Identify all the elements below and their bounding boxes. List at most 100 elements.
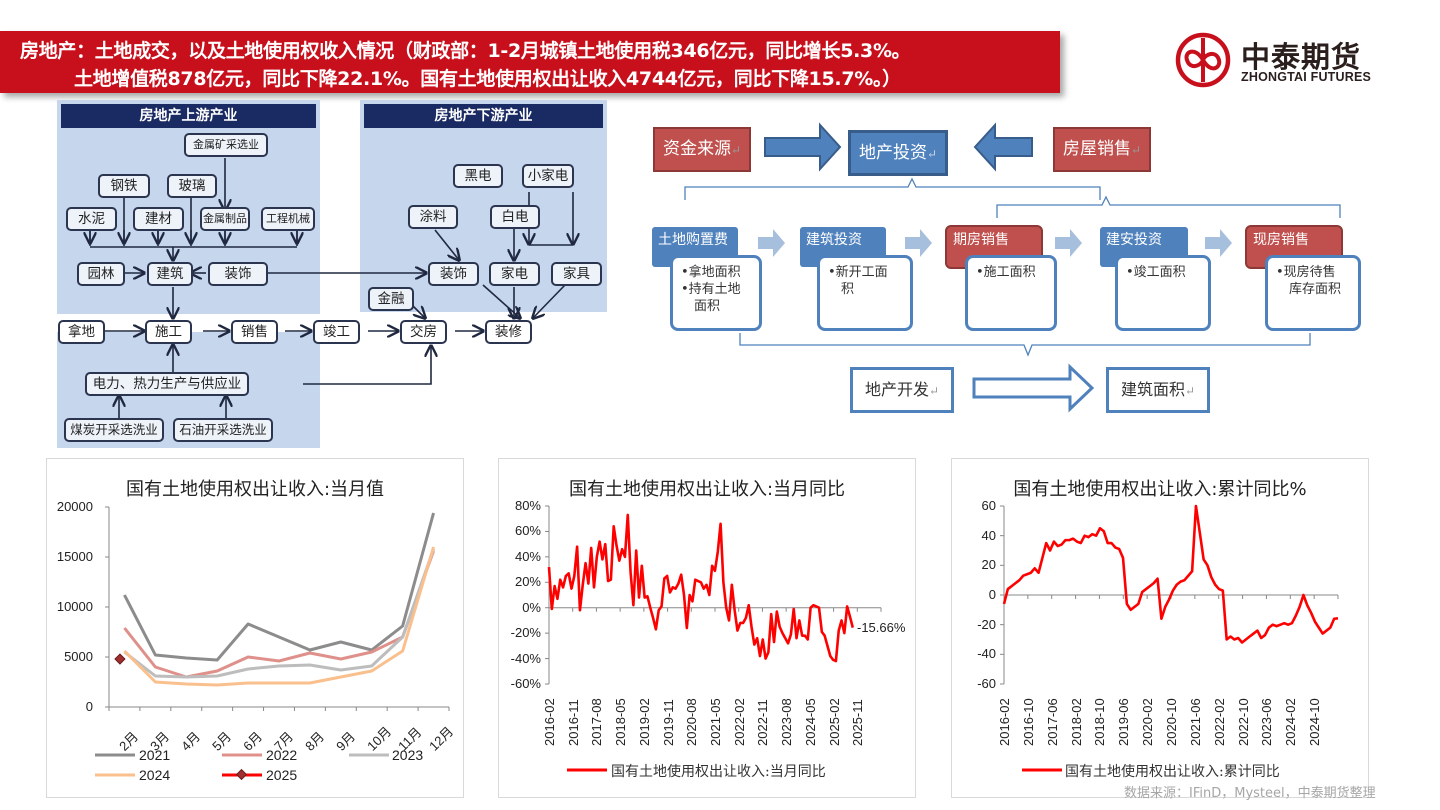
zhongtai-logo-icon bbox=[1175, 32, 1231, 88]
legend-label: 国有土地使用权出让收入:累计同比 bbox=[1065, 764, 1280, 780]
chart-title: 国有土地使用权出让收入:当月值 bbox=[125, 479, 385, 500]
company-logo: 中泰期货 ZHONGTAI FUTURES bbox=[1175, 30, 1405, 90]
y-tick: -40 bbox=[977, 646, 996, 662]
x-tick: 2016-10 bbox=[1020, 698, 1036, 746]
return-mark: ↵ bbox=[926, 147, 938, 161]
stage-item: •竣工面积 bbox=[1126, 265, 1186, 280]
x-tick: 2025-02 bbox=[826, 698, 842, 746]
development-label: 地产开发 bbox=[864, 380, 929, 399]
node-oil-mining: 石油开采选洗业 bbox=[173, 418, 273, 442]
stage-item: 库存面积 bbox=[1276, 282, 1342, 297]
y-tick: 10000 bbox=[56, 599, 93, 614]
legend-2023: 2023 bbox=[392, 747, 424, 763]
x-tick: 2021-05 bbox=[708, 698, 723, 746]
y-tick: 15000 bbox=[56, 549, 93, 564]
node-steel: 钢铁 bbox=[98, 174, 150, 198]
chain-connectors bbox=[55, 158, 615, 418]
x-tick: 2022-10 bbox=[1235, 698, 1251, 746]
x-tick: 2023-08 bbox=[779, 698, 795, 746]
legend-label: 国有土地使用权出让收入:当月同比 bbox=[611, 764, 826, 780]
last-value-annotation: -15.66% bbox=[857, 620, 906, 635]
chart-title: 国有土地使用权出让收入:累计同比% bbox=[1013, 479, 1307, 500]
x-tick: 2020-08 bbox=[684, 698, 700, 746]
node-home-appliances: 家电 bbox=[489, 262, 540, 286]
flow-completion: 竣工 bbox=[313, 320, 360, 344]
y-tick: -40% bbox=[510, 650, 541, 666]
node-furniture: 家具 bbox=[551, 262, 602, 286]
y-tick: 60% bbox=[514, 523, 541, 539]
x-tick: 2022-11 bbox=[755, 699, 771, 746]
x-tick: 2019-02 bbox=[636, 698, 652, 746]
x-tick: 2018-02 bbox=[1068, 698, 1084, 746]
title-line-1: 房地产：土地成交，以及土地使用权收入情况（财政部：1-2月城镇土地使用税346亿… bbox=[20, 40, 911, 62]
stage-item: •施工面积 bbox=[976, 265, 1036, 280]
x-tick: 2019-11 bbox=[660, 699, 676, 746]
title-line-2: 土地增值税878亿元，同比下降22.1%。国有土地使用权出让收入4744亿元，同… bbox=[74, 68, 901, 90]
title-banner: 房地产：土地成交，以及土地使用权收入情况（财政部：1-2月城镇土地使用税346亿… bbox=[0, 31, 1060, 93]
return-mark: ↵ bbox=[730, 143, 742, 157]
node-glass: 玻璃 bbox=[167, 174, 217, 198]
plot-area bbox=[1000, 504, 1339, 772]
x-tick: 2019-06 bbox=[1116, 698, 1132, 746]
x-tick: 2024-10 bbox=[1307, 698, 1323, 746]
y-tick: 80% bbox=[514, 498, 541, 513]
x-tick: 2018-10 bbox=[1092, 698, 1108, 746]
x-tick: 2016-02 bbox=[997, 698, 1012, 746]
node-decoration-downstream: 装饰 bbox=[428, 262, 479, 286]
node-black-appliances: 黑电 bbox=[453, 164, 503, 188]
return-mark: ↵ bbox=[1130, 143, 1142, 157]
legend-2024: 2024 bbox=[139, 767, 171, 783]
x-tick: 2022-02 bbox=[731, 698, 747, 746]
y-tick: -20% bbox=[510, 625, 541, 641]
flow-land-acquisition: 拿地 bbox=[58, 320, 105, 344]
data-source-note: 数据来源：IFinD，Mysteel，中泰期货整理 bbox=[1124, 786, 1376, 801]
flow-connectors bbox=[684, 122, 1341, 413]
node-coal-mining: 煤炭开采选洗业 bbox=[64, 418, 164, 442]
development-box: 地产开发↵ bbox=[850, 367, 954, 413]
stage-item: •现房待售 bbox=[1276, 265, 1336, 280]
node-decoration-upstream: 装饰 bbox=[208, 262, 268, 286]
stage-item: 积 bbox=[828, 282, 855, 297]
node-machinery: 工程机械 bbox=[261, 207, 315, 231]
node-paint: 涂料 bbox=[408, 205, 458, 229]
investment-flow-diagram: 资金来源↵ 地产投资↵ 房屋销售↵ 土地购置费 •拿地面积 •持有土地 面积 建… bbox=[640, 115, 1380, 425]
stage-construction-investment-card: •新开工面 积 bbox=[817, 255, 913, 331]
node-white-appliances: 白电 bbox=[490, 205, 540, 229]
x-tick: 2025-11 bbox=[850, 699, 866, 746]
node-construction: 建筑 bbox=[147, 262, 193, 286]
logo-name-cn: 中泰期货 bbox=[1241, 40, 1362, 74]
y-tick: 40% bbox=[514, 548, 541, 564]
x-tick: 2016-02 bbox=[542, 698, 557, 746]
upstream-title: 房地产上游产业 bbox=[61, 104, 316, 128]
industry-chain-diagram: 房地产上游产业 房地产下游产业 bbox=[55, 100, 615, 450]
stage-presale-card: •施工面积 bbox=[965, 255, 1057, 331]
legend-2025: 2025 bbox=[266, 767, 298, 783]
x-tick: 2021-06 bbox=[1187, 698, 1203, 746]
y-tick: -20 bbox=[977, 616, 996, 632]
stage-item: •新开工面 bbox=[828, 265, 888, 280]
flow-sales: 销售 bbox=[231, 320, 278, 344]
real-estate-investment-box: 地产投资↵ bbox=[848, 130, 948, 176]
y-tick: 60 bbox=[981, 498, 996, 513]
node-cement: 水泥 bbox=[66, 207, 117, 231]
y-tick: 0% bbox=[522, 599, 541, 615]
x-tick: 2018-05 bbox=[613, 698, 629, 746]
node-small-appliances: 小家电 bbox=[522, 164, 574, 188]
stage-land-purchase-card: •拿地面积 •持有土地 面积 bbox=[670, 255, 762, 331]
x-tick: 2016-11 bbox=[565, 699, 581, 746]
x-tick: 2020-10 bbox=[1164, 698, 1179, 746]
house-sales-label: 房屋销售 bbox=[1062, 139, 1131, 159]
node-power-heat: 电力、热力生产与供应业 bbox=[85, 372, 249, 396]
node-landscaping: 园林 bbox=[77, 262, 125, 286]
real-estate-investment-label: 地产投资 bbox=[858, 143, 927, 163]
plot-area bbox=[545, 505, 882, 772]
y-tick: 20000 bbox=[56, 499, 93, 514]
node-metal-mining: 金属矿采选业 bbox=[184, 133, 268, 157]
y-tick: 5000 bbox=[64, 649, 93, 664]
funding-source-label: 资金来源 bbox=[662, 139, 731, 159]
house-sales-box: 房屋销售↵ bbox=[1053, 127, 1151, 172]
legend-2021: 2021 bbox=[139, 747, 171, 763]
y-tick: -60% bbox=[510, 676, 541, 691]
chart-monthly-yoy: 国有土地使用权出让收入:当月同比 80%60%40%20%0%-20%-40%-… bbox=[498, 458, 916, 798]
